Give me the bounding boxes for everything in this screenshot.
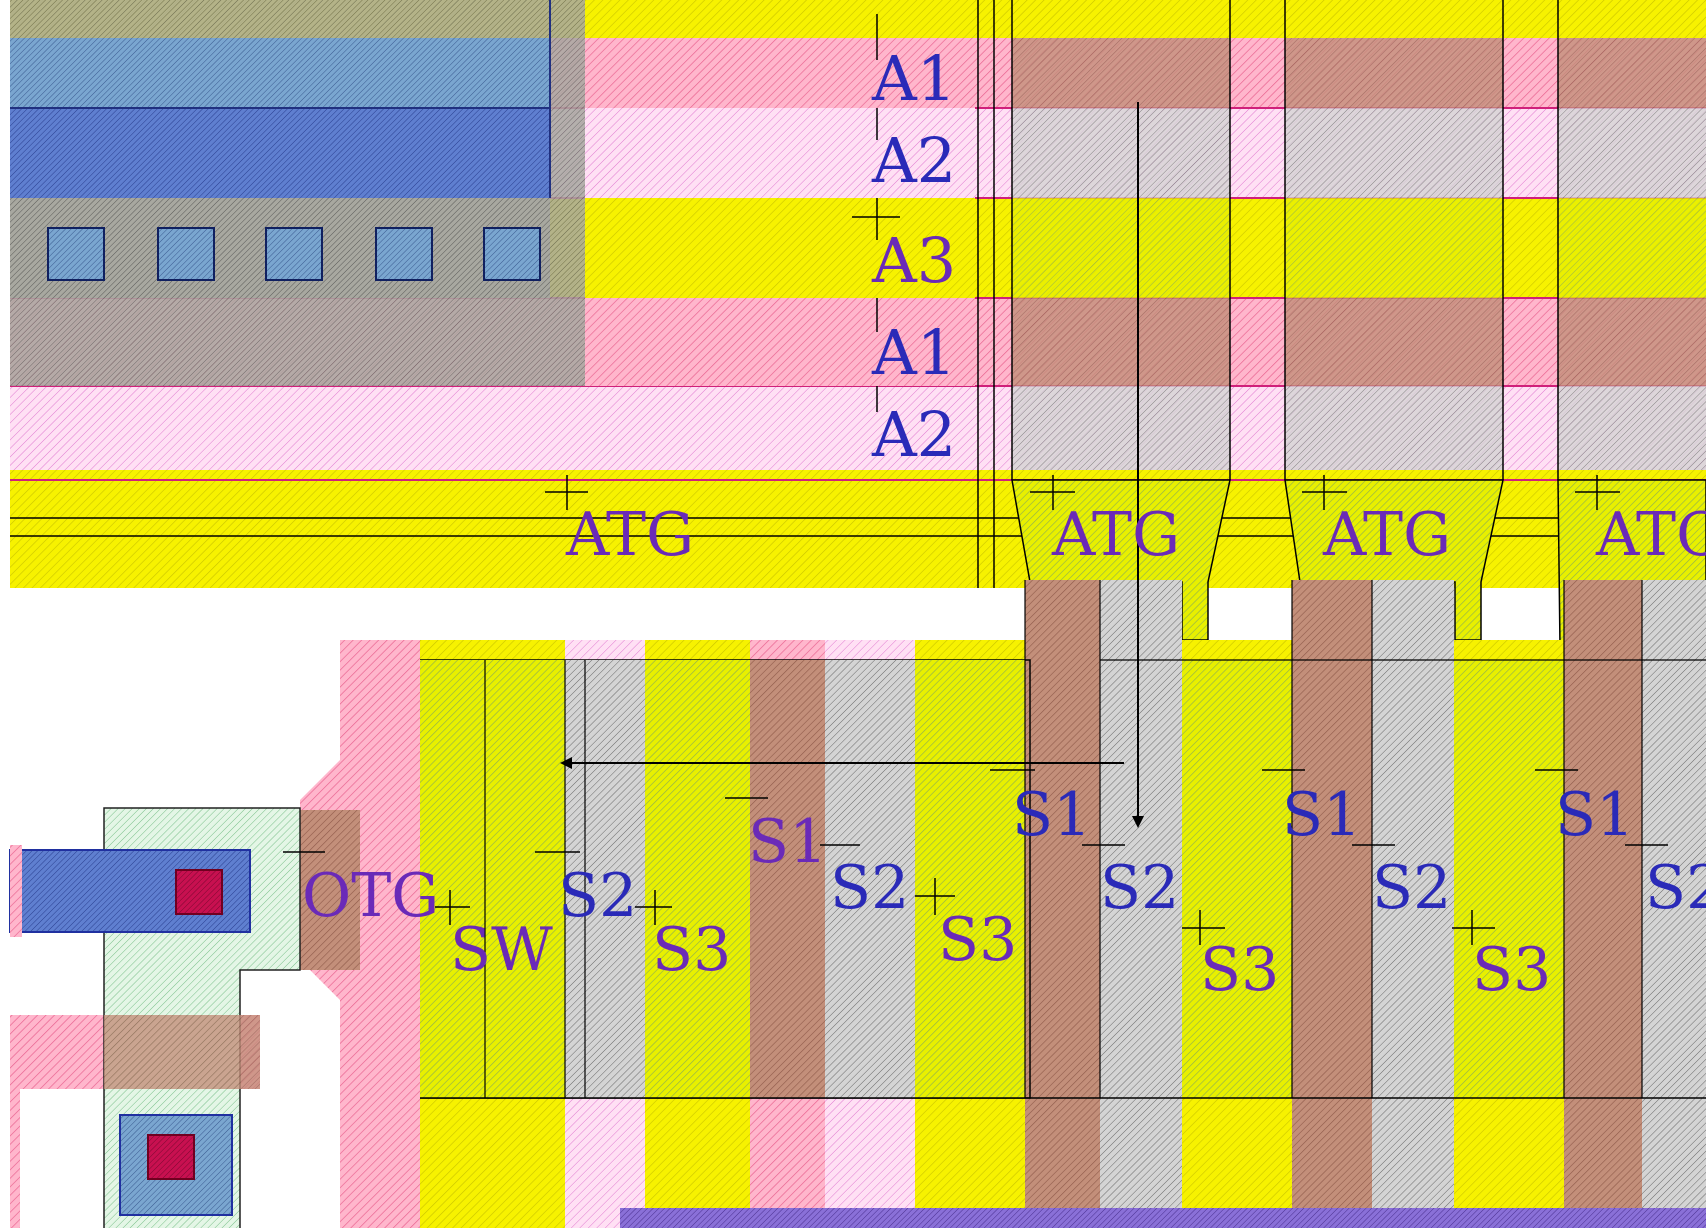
label-s3-col1: S3 xyxy=(652,915,731,985)
label-s2-col4: S2 xyxy=(1372,853,1451,923)
label-a2-bottom: A2 xyxy=(871,398,956,471)
label-a2-top: A2 xyxy=(871,124,956,197)
label-s1-col4: S1 xyxy=(1282,780,1361,850)
lower-ccd-region xyxy=(340,580,1706,1228)
label-atg-3: ATG xyxy=(1322,500,1451,570)
label-atg-2: ATG xyxy=(1051,500,1180,570)
charge-transfer-arrows xyxy=(560,102,1144,828)
label-s1-col5: S1 xyxy=(1555,780,1634,850)
label-s1-col3: S1 xyxy=(1012,780,1091,850)
output-amplifier-structure xyxy=(9,640,420,1228)
label-atg-1: ATG xyxy=(565,500,694,570)
label-otg: OTG xyxy=(302,861,439,931)
label-a3: A3 xyxy=(871,224,956,297)
contact-row xyxy=(47,227,541,281)
upper-right-pillars xyxy=(1012,38,1706,470)
label-sw: SW xyxy=(450,915,553,985)
label-s1-col2: S1 xyxy=(748,807,827,877)
label-s2-col3: S2 xyxy=(1100,853,1179,923)
label-s3-col2: S3 xyxy=(938,905,1017,975)
label-a1-top: A1 xyxy=(871,42,956,115)
label-s2-col1: S2 xyxy=(558,861,637,931)
label-a1-bottom: A1 xyxy=(871,316,956,389)
label-s3-col4: S3 xyxy=(1472,935,1551,1005)
label-s2-col5: S2 xyxy=(1645,853,1706,923)
label-s2-col2: S2 xyxy=(830,853,909,923)
upper-left-metal-block xyxy=(10,0,975,386)
gate-labels: A1 A2 A3 A1 A2 ATG ATG ATG ATC OTG SW S2… xyxy=(302,42,1706,1005)
label-s3-col3: S3 xyxy=(1200,935,1279,1005)
label-atg-4: ATC xyxy=(1595,500,1706,570)
label-markers xyxy=(283,14,1668,945)
